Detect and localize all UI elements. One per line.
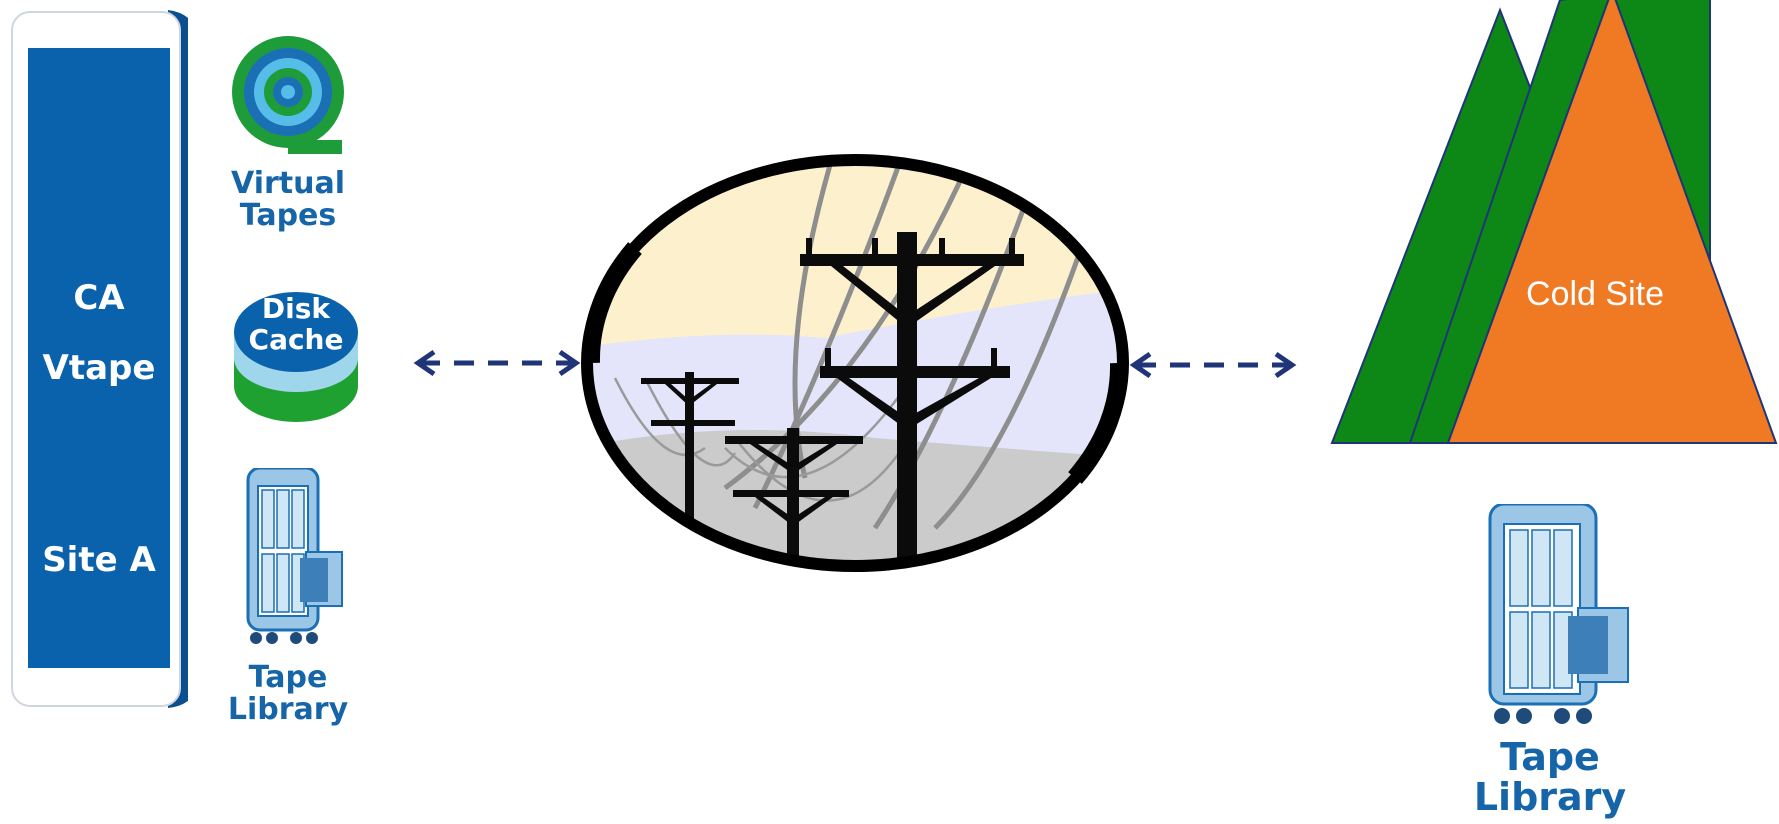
tape-library-label: Tape Library [220, 662, 356, 725]
panel-line-vtape: Vtape [28, 348, 170, 388]
site-a-panel: CA Vtape Site A [10, 10, 188, 710]
cold-site-mountains: Cold Site [1330, 0, 1779, 450]
virtual-tapes-line1: Virtual [220, 168, 356, 200]
disk-cache-label: Disk Cache [226, 294, 366, 356]
panel-line-site-a: Site A [28, 540, 170, 580]
right-bidirectional-arrow [1128, 348, 1298, 382]
cold-site-tape-library-line2: Library [1460, 778, 1640, 818]
virtual-tapes-icon [232, 24, 344, 160]
cold-site-label: Cold Site [1470, 275, 1720, 314]
panel-line-ca: CA [28, 278, 170, 318]
tape-library-icon [244, 468, 344, 646]
virtual-tapes-label: Virtual Tapes [220, 168, 356, 231]
tape-library-line1: Tape [220, 662, 356, 694]
cold-site-tape-library-line1: Tape [1460, 738, 1640, 778]
virtual-tapes-line2: Tapes [220, 200, 356, 232]
power-lines-network-image [575, 148, 1135, 578]
left-bidirectional-arrow [412, 346, 582, 380]
cold-site-tape-library-icon [1484, 504, 1632, 726]
tape-library-line2: Library [220, 694, 356, 726]
disk-cache-line1: Disk [226, 294, 366, 325]
disk-cache-icon: Disk Cache [226, 286, 366, 428]
disk-cache-line2: Cache [226, 325, 366, 356]
cold-site-tape-library-label: Tape Library [1460, 738, 1640, 818]
